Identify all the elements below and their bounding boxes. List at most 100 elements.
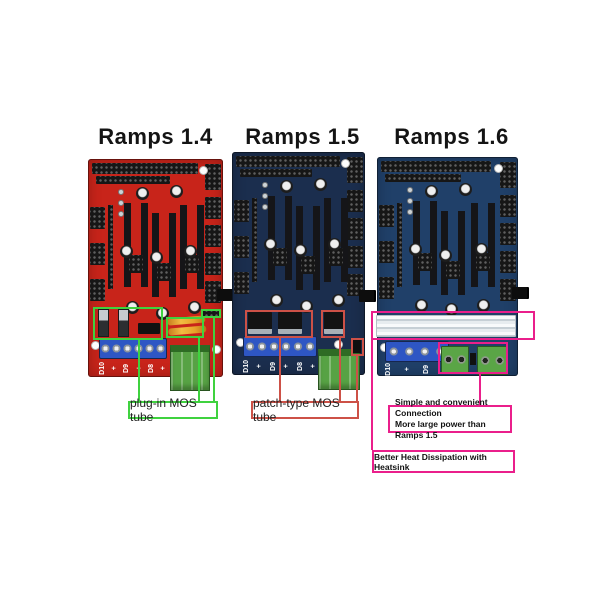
- terminal-label: +: [309, 363, 317, 369]
- pin-header-block: [205, 164, 221, 190]
- reset-button: [512, 287, 527, 299]
- led: [262, 204, 268, 210]
- pin-header-block: [329, 248, 343, 266]
- highlight-rect-smd-mosfets: [245, 310, 313, 338]
- title-ramps-1-5: Ramps 1.5: [245, 124, 360, 149]
- callout-text: plug-in MOS tube: [130, 396, 197, 424]
- capacitor: [136, 187, 149, 200]
- terminal-label: D9: [123, 364, 131, 373]
- pin-header-block: [500, 162, 516, 188]
- pin-header-block: [90, 243, 105, 265]
- mosfet-smd: [324, 312, 344, 334]
- heatsink: [376, 315, 516, 337]
- mounting-hole: [341, 159, 350, 168]
- pin-header-3pin: [202, 311, 220, 318]
- pin-header-strip: [381, 161, 491, 172]
- callout-line: [371, 340, 373, 450]
- pin-header-strip: [236, 156, 340, 167]
- pin-header-strip: [397, 203, 402, 287]
- callout-line: [356, 356, 358, 401]
- pin-header-block: [347, 190, 363, 212]
- title-ramps-1-6: Ramps 1.6: [394, 124, 509, 149]
- mosfet-through-hole: [98, 309, 109, 337]
- pin-header-strip: [385, 174, 461, 182]
- callout-line: [279, 338, 281, 401]
- pin-header-strip: [92, 163, 198, 174]
- capacitor: [475, 243, 488, 256]
- capacitor: [332, 294, 345, 307]
- highlight-rect-connectors: [438, 342, 508, 374]
- led: [407, 198, 413, 204]
- pin-header-block: [129, 255, 143, 273]
- capacitor: [477, 299, 490, 312]
- pin-header-block: [379, 277, 394, 299]
- driver-socket: [324, 198, 348, 282]
- screw-terminal-blue: [99, 338, 167, 359]
- smd-diode: [470, 353, 476, 365]
- terminal-label: +: [404, 367, 411, 372]
- power-connector-green: [477, 346, 508, 375]
- led: [262, 193, 268, 199]
- capacitor: [150, 251, 163, 264]
- terminal-label: +: [283, 363, 291, 369]
- pin-header-block: [185, 255, 199, 273]
- terminal-label: D10: [243, 359, 250, 373]
- capacitor: [120, 245, 133, 258]
- pin-header-block: [476, 253, 490, 271]
- driver-socket: [471, 203, 495, 287]
- callout-box-heat-dissipation: Better Heat Dissipation with Heatsink: [372, 450, 515, 473]
- terminal-labels: D10 + D9 + D8 +: [99, 360, 167, 377]
- pin-header-block: [205, 197, 221, 219]
- callout-line: [479, 374, 481, 405]
- terminal-label: D9: [423, 365, 430, 374]
- callout-box-plugin-mos: plug-in MOS tube: [128, 396, 218, 424]
- led: [262, 182, 268, 188]
- highlight-rect-pin-header: [201, 309, 221, 318]
- smd-diode: [353, 340, 361, 353]
- mosfet-smd: [248, 312, 272, 334]
- capacitor: [300, 300, 313, 313]
- capacitor: [184, 245, 197, 258]
- capacitor: [264, 238, 277, 251]
- callout-line: [198, 338, 200, 401]
- capacitor: [170, 185, 183, 198]
- terminal-label: +: [111, 366, 119, 371]
- mounting-hole: [494, 164, 503, 173]
- pin-header-block: [301, 256, 315, 274]
- pin-header-block: [446, 261, 460, 279]
- pin-header-block: [418, 253, 432, 271]
- board-ramps-1-5: D10 + D9 + D8 +: [232, 152, 374, 390]
- pin-header-strip: [96, 176, 170, 184]
- power-connector-green: [170, 345, 210, 391]
- mosfet-through-hole: [138, 323, 160, 334]
- title-ramps-1-4: Ramps 1.4: [98, 124, 213, 149]
- highlight-rect-plugin-mosfets: [93, 307, 163, 340]
- pin-header-block: [205, 253, 221, 275]
- capacitor: [270, 294, 283, 307]
- capacitor: [439, 249, 452, 262]
- terminal-label: D10: [385, 363, 392, 376]
- highlight-rect-diode: [351, 338, 364, 356]
- terminal-label: D8: [147, 364, 155, 373]
- pin-header-block: [347, 218, 363, 240]
- reset-button: [217, 289, 232, 301]
- pin-header-block: [500, 195, 516, 217]
- driver-socket: [180, 205, 204, 289]
- terminal-label: +: [159, 366, 167, 371]
- pin-header-block: [90, 207, 105, 229]
- highlight-rect-fuses: [166, 317, 204, 338]
- pin-header-block: [379, 241, 394, 263]
- led: [407, 209, 413, 215]
- board-ramps-1-4: D10 + D9 + D8 +: [88, 159, 232, 391]
- capacitor: [294, 244, 307, 257]
- capacitor: [459, 183, 472, 196]
- pin-header-block: [157, 263, 171, 281]
- mounting-hole: [334, 340, 343, 349]
- pin-header-block: [500, 251, 516, 273]
- pin-header-block: [347, 157, 363, 183]
- pin-header-block: [205, 225, 221, 247]
- led: [118, 211, 124, 217]
- led: [407, 187, 413, 193]
- pin-header-strip: [240, 169, 312, 177]
